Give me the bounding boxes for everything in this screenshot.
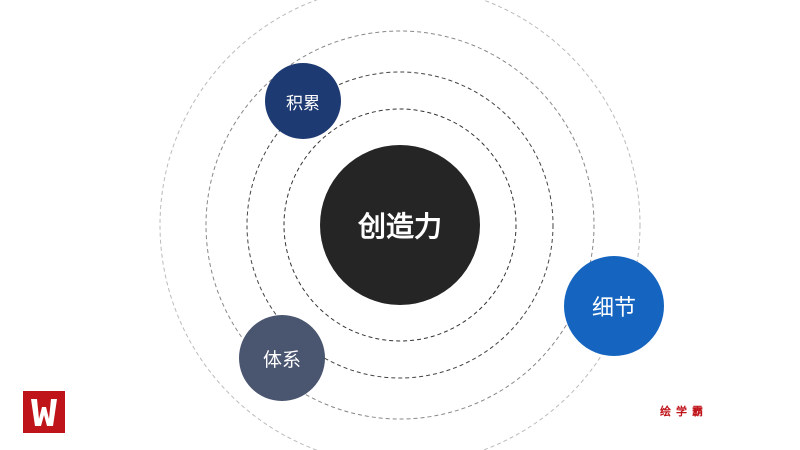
node-label: 积累 xyxy=(286,93,320,114)
orbit-ring-4 xyxy=(159,0,641,450)
orbit-ring-3 xyxy=(205,30,595,420)
node-accumulation: 积累 xyxy=(265,63,341,139)
orbit-ring-2 xyxy=(246,71,554,379)
logo-w-icon xyxy=(31,399,57,426)
node-label: 体系 xyxy=(262,348,301,371)
node-detail: 细节 xyxy=(564,256,664,356)
center-label: 创造力 xyxy=(357,210,442,243)
center-node: 创造力 xyxy=(320,145,480,305)
orbit-ring-1 xyxy=(283,108,517,342)
brand-name: 绘学霸 xyxy=(660,405,708,418)
brand-logo xyxy=(23,391,65,433)
node-system: 体系 xyxy=(239,315,325,401)
node-label: 细节 xyxy=(591,296,636,321)
